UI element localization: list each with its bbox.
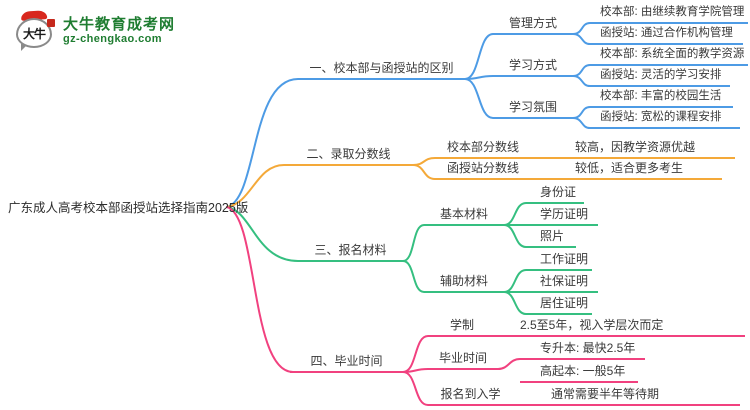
branch1-leaf: 校本部: 系统全面的教学资源 bbox=[590, 46, 748, 66]
connector bbox=[464, 33, 494, 80]
connector bbox=[572, 22, 591, 35]
connector bbox=[402, 371, 429, 406]
branch3-label: 三、报名材料 bbox=[298, 242, 403, 262]
connector bbox=[503, 269, 527, 293]
branch3-leaf: 照片 bbox=[526, 228, 576, 248]
branch4-label: 四、毕业时间 bbox=[290, 353, 403, 373]
logo-url: gz-chengkao.com bbox=[63, 33, 162, 45]
connector bbox=[412, 164, 436, 180]
branch1-label: 一、校本部与函授站的区别 bbox=[298, 60, 465, 80]
connector bbox=[226, 78, 299, 208]
branch4-leaf: 通常需要半年等待期 bbox=[513, 386, 740, 406]
branch1-child1-label: 管理方式 bbox=[493, 15, 573, 35]
connector bbox=[412, 157, 436, 166]
branch1-child3-label: 学习氛围 bbox=[493, 99, 573, 119]
branch2-leaf: 较高，因教学资源优越 bbox=[560, 139, 735, 159]
branch4-child2-label: 毕业时间 bbox=[428, 350, 498, 370]
branch1-child2-label: 学习方式 bbox=[493, 57, 573, 77]
branch2-leaf: 较低，适合更多考生 bbox=[560, 160, 722, 180]
branch1-leaf: 函授站: 通过合作机构管理 bbox=[590, 25, 743, 45]
connector bbox=[503, 202, 527, 226]
branch3-leaf: 居住证明 bbox=[526, 295, 592, 315]
connector bbox=[498, 369, 520, 382]
logo-mark-text: 大牛 bbox=[16, 18, 52, 48]
branch2-label: 二、录取分数线 bbox=[284, 146, 413, 166]
branch4-child3-label: 报名到入学 bbox=[428, 386, 513, 406]
branch1-leaf: 校本部: 丰富的校园生活 bbox=[590, 88, 733, 108]
connector bbox=[572, 75, 591, 87]
branch1-leaf: 函授站: 宽松的课程安排 bbox=[590, 109, 740, 129]
connector bbox=[226, 206, 294, 373]
logo-text-block: 大牛教育成考网 gz-chengkao.com bbox=[63, 10, 175, 46]
branch3-child1-label: 基本材料 bbox=[424, 206, 504, 226]
connector bbox=[572, 106, 591, 119]
connector bbox=[572, 64, 591, 77]
logo-bubble-icon: 大牛 bbox=[15, 10, 57, 52]
branch2-child1-label: 校本部分数线 bbox=[435, 139, 560, 159]
connector bbox=[402, 260, 425, 293]
connector bbox=[503, 291, 527, 315]
branch4-leaf: 专升本: 最快2.5年 bbox=[520, 340, 645, 360]
connector bbox=[497, 358, 521, 370]
connector bbox=[226, 206, 299, 262]
branch4-leaf: 2.5至5年，视入学层次而定 bbox=[496, 317, 745, 337]
root-node: 广东成人高考校本部函授站选择指南2025版 bbox=[8, 201, 249, 215]
connector bbox=[572, 33, 591, 45]
connector bbox=[464, 78, 494, 119]
connector bbox=[572, 117, 591, 129]
branch4-child1-label: 学制 bbox=[428, 317, 496, 337]
branch4-leaf: 高起本: 一般5年 bbox=[520, 363, 638, 383]
branch1-leaf: 校本部: 由继续教育学院管理 bbox=[590, 4, 748, 24]
connector bbox=[503, 224, 527, 248]
connector bbox=[402, 335, 429, 373]
site-logo: 大牛 大牛教育成考网 gz-chengkao.com bbox=[15, 10, 175, 52]
branch2-child2-label: 函授站分数线 bbox=[435, 160, 560, 180]
branch3-leaf: 工作证明 bbox=[526, 251, 592, 271]
logo-title: 大牛教育成考网 bbox=[63, 16, 176, 33]
branch1-leaf: 函授站: 灵活的学习安排 bbox=[590, 67, 730, 87]
connector bbox=[402, 224, 425, 262]
branch3-child2-label: 辅助材料 bbox=[424, 273, 504, 293]
branch3-leaf: 学历证明 bbox=[526, 206, 598, 226]
branch3-leaf: 身份证 bbox=[526, 184, 584, 204]
logo-bubble-tail bbox=[21, 44, 28, 51]
connector bbox=[226, 164, 285, 208]
logo-seal-icon bbox=[47, 19, 55, 27]
branch3-leaf: 社保证明 bbox=[526, 273, 598, 293]
